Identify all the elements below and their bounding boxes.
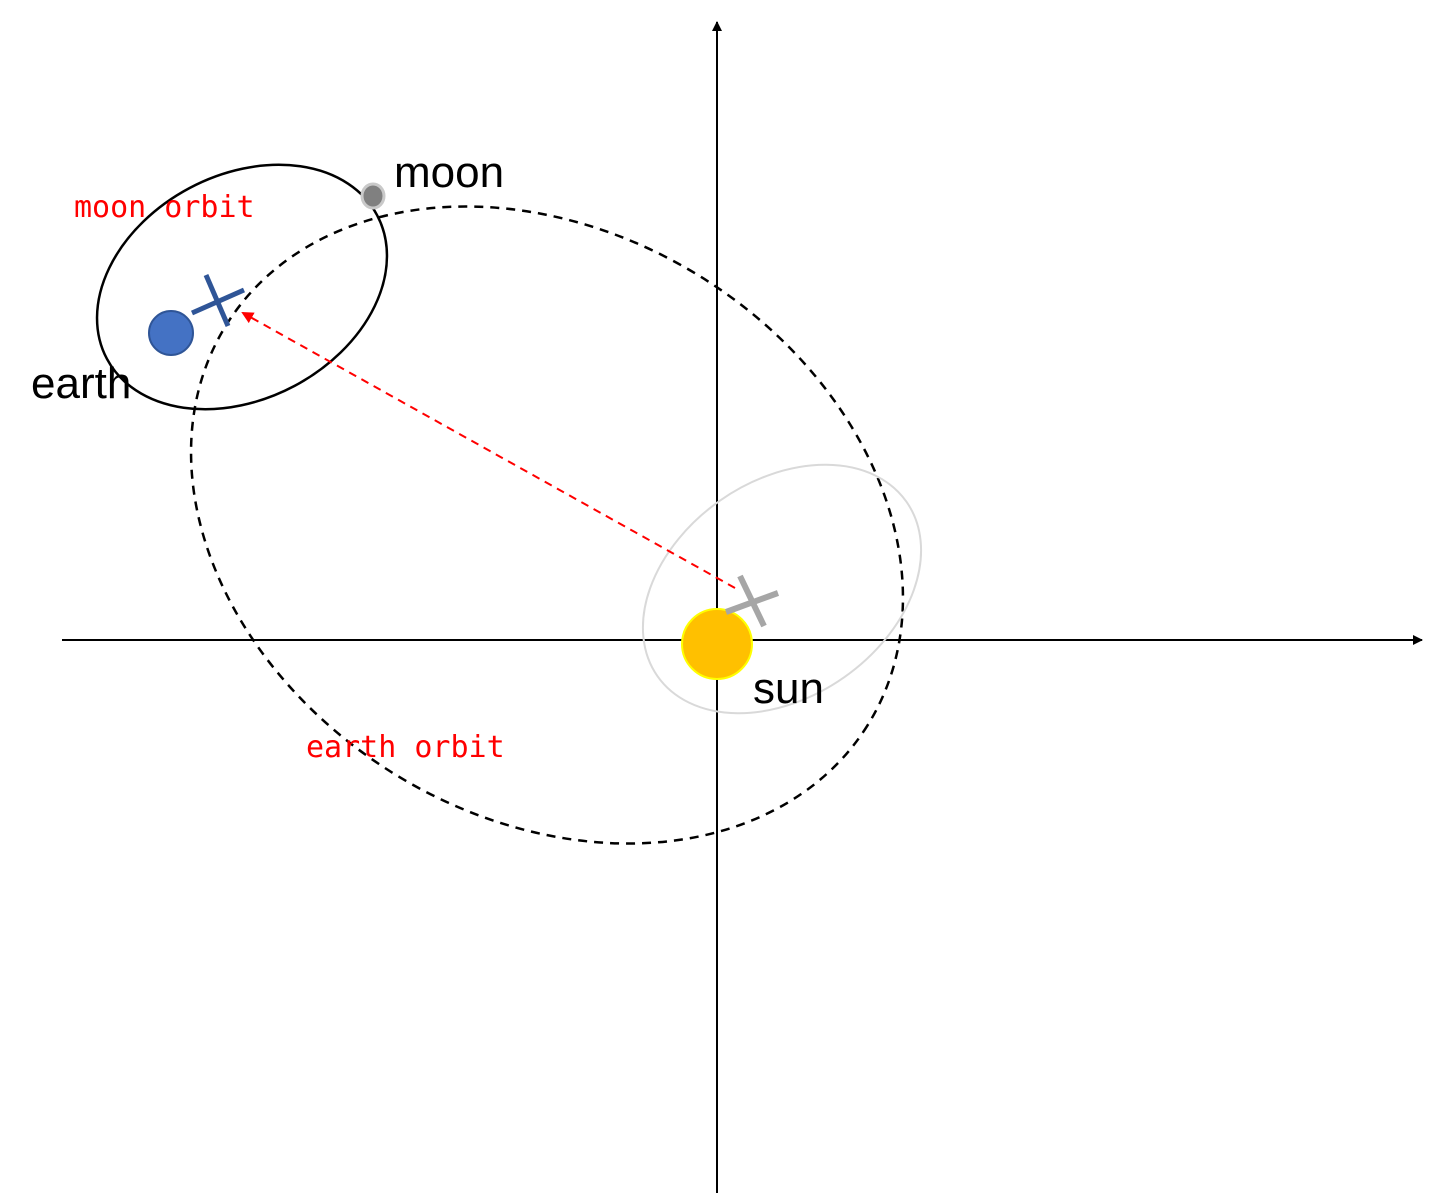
moon-orbit-label: moon orbit — [74, 190, 255, 225]
moon-label: moon — [394, 148, 504, 197]
barycenter-vector-arrow — [241, 312, 736, 589]
moon — [360, 182, 386, 210]
moon-orbit — [95, 163, 389, 411]
sun — [681, 608, 753, 680]
sun-label: sun — [753, 664, 824, 713]
earth-barycenter-cross-icon — [190, 274, 246, 327]
earth-label: earth — [31, 359, 131, 408]
earth-orbit-label: earth orbit — [306, 730, 505, 765]
sun-barycenter-cross-icon — [724, 574, 780, 628]
sun-wobble-orbit — [641, 463, 923, 715]
earth — [148, 310, 194, 356]
